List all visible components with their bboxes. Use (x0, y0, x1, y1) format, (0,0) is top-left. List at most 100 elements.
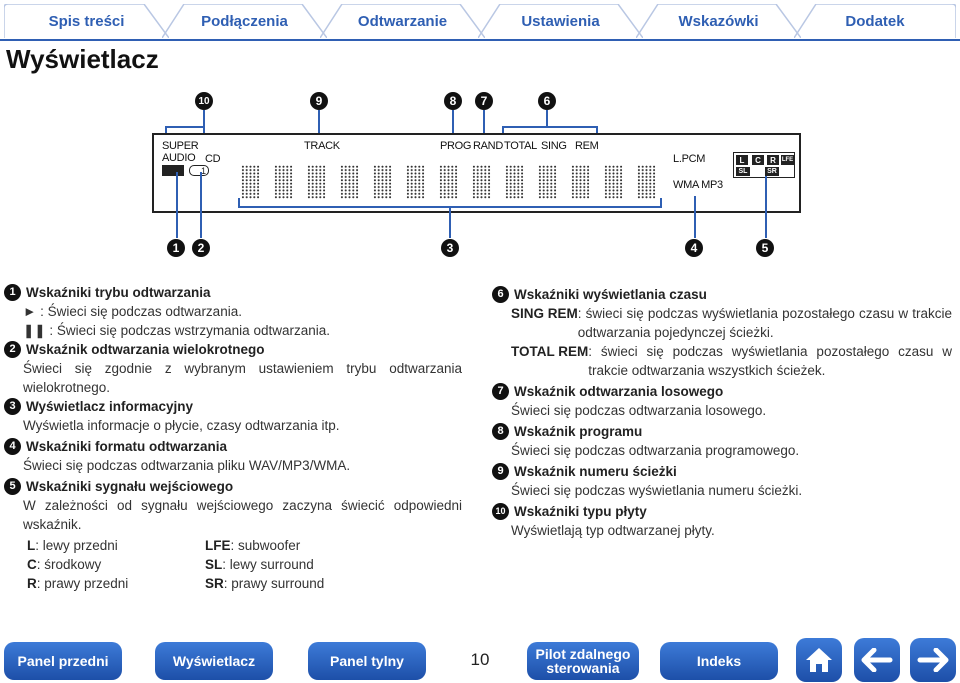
leader-line (765, 176, 767, 238)
home-icon (806, 648, 832, 672)
home-button[interactable] (796, 638, 842, 682)
tab-spis-tresci[interactable]: Spis treści (4, 4, 169, 38)
segment-char (505, 165, 524, 199)
item-title: Wskaźniki wyświetlania czasu (514, 287, 707, 302)
item-title: Wskaźnik odtwarzania losowego (514, 384, 724, 399)
repeat-icon: 1 (189, 165, 209, 176)
leader-line (449, 206, 451, 238)
nav-panel-tylny-button[interactable]: Panel tylny (308, 642, 426, 680)
item-heading: 3 Wyświetlacz informacyjny (4, 397, 462, 416)
item-title: Wskaźnik programu (514, 424, 643, 439)
lcd-prog: PROG (440, 140, 472, 152)
item-text: W zależności od sygnału wejściowego zacz… (23, 498, 462, 532)
channel-r: R (767, 155, 779, 165)
item-number: 2 (4, 341, 21, 358)
leader-line (238, 198, 240, 208)
item-title: Wskaźniki formatu odtwarzania (26, 439, 228, 454)
item-heading: 8 Wskaźnik programu (492, 422, 952, 441)
tab-dodatek[interactable]: Dodatek (794, 4, 956, 38)
segment-char (340, 165, 359, 199)
item-heading: 5 Wskaźniki sygnału wejściowego (4, 477, 462, 496)
nav-panel-przedni-button[interactable]: Panel przedni (4, 642, 122, 680)
channel-c: C (752, 155, 764, 165)
lcd-total: TOTAL (504, 140, 537, 152)
channel-entry: R: prawy przedni (27, 576, 129, 591)
forward-button[interactable] (910, 638, 956, 682)
item-title: Wskaźnik odtwarzania wielokrotnego (26, 342, 265, 357)
item-text: Wyświetla informacje o płycie, czasy odt… (23, 418, 340, 433)
page-title: Wyświetlacz (6, 44, 159, 74)
item-heading: 10 Wskaźniki typu płyty (492, 502, 952, 521)
leader-line (452, 110, 454, 140)
leader-line (660, 198, 662, 208)
leader-line (165, 126, 205, 128)
tab-odtwarzanie[interactable]: Odtwarzanie (320, 4, 485, 38)
item-text: Świeci się podczas wyświetlania numeru ś… (511, 483, 803, 498)
leader-line (502, 126, 598, 128)
arrow-left-icon (861, 648, 893, 672)
callout-10: 10 (195, 92, 213, 110)
tab-podlaczenia[interactable]: Podłączenia (162, 4, 327, 38)
item-number: 4 (4, 438, 21, 455)
callout-3: 3 (441, 239, 459, 257)
leader-line (176, 172, 178, 238)
item-number: 1 (4, 284, 21, 301)
segment-char (241, 165, 260, 199)
leader-line (483, 110, 485, 140)
time-defs: SING REM : świeci się podczas wyświetlan… (492, 304, 952, 380)
item-text: Wyświetlają typ odtwarzanej płyty. (511, 523, 715, 538)
item-title: Wskaźniki sygnału wejściowego (26, 479, 234, 494)
lcd-super-audio: SUPER AUDIO (162, 140, 199, 164)
item-text: Świeci się zgodnie z wybranym ustawienie… (23, 361, 462, 395)
item-title: Wyświetlacz informacyjny (26, 399, 194, 414)
segment-char (604, 165, 623, 199)
callout-9: 9 (310, 92, 328, 110)
lcd-wma-mp3: WMA MP3 (673, 179, 723, 191)
nav-indeks-button[interactable]: Indeks (660, 642, 778, 680)
nav-wyswietlacz-button[interactable]: Wyświetlacz (155, 642, 273, 680)
item-text: ► : Świeci się podczas odtwarzania. (23, 304, 242, 319)
play-pause-icon (162, 165, 184, 176)
leader-line (694, 196, 696, 238)
tab-label: Ustawienia (521, 12, 600, 30)
item-number: 5 (4, 478, 21, 495)
callout-1: 1 (167, 239, 185, 257)
item-number: 10 (492, 503, 509, 520)
lcd-rand: RAND (473, 140, 503, 152)
segment-char (307, 165, 326, 199)
segment-char (538, 165, 557, 199)
leader-line (546, 110, 548, 128)
segment-char (439, 165, 458, 199)
segment-char (571, 165, 590, 199)
channel-indicators (733, 152, 795, 178)
back-button[interactable] (854, 638, 900, 682)
item-title: Wskaźniki typu płyty (514, 504, 647, 519)
tab-ustawienia[interactable]: Ustawienia (478, 4, 643, 38)
channel-l: L (736, 155, 748, 165)
item-number: 8 (492, 423, 509, 440)
top-tabs: Spis treści Podłączenia Odtwarzanie Usta… (4, 4, 956, 38)
tab-label: Podłączenia (201, 12, 288, 30)
segment-char (406, 165, 425, 199)
callout-8: 8 (444, 92, 462, 110)
callout-2: 2 (192, 239, 210, 257)
arrow-right-icon (917, 648, 949, 672)
repeat-number: 1 (200, 165, 206, 176)
item-number: 3 (4, 398, 21, 415)
item-text: ❚❚ : Świeci się podczas wstrzymania odtw… (23, 323, 330, 338)
tab-wskazowki[interactable]: Wskazówki (636, 4, 801, 38)
nav-pilot-button[interactable]: Pilot zdalnego sterowania (527, 642, 639, 680)
item-heading: 4 Wskaźniki formatu odtwarzania (4, 437, 462, 456)
leader-line (318, 110, 320, 140)
channel-legend: L: lewy przedni LFE: subwoofer C: środko… (4, 536, 462, 593)
segment-char (637, 165, 656, 199)
segment-char (472, 165, 491, 199)
lcd-cd: CD (205, 153, 221, 165)
channel-entry: SR: prawy surround (205, 576, 325, 591)
time-def: SING REM : świeci się podczas wyświetlan… (511, 306, 952, 340)
